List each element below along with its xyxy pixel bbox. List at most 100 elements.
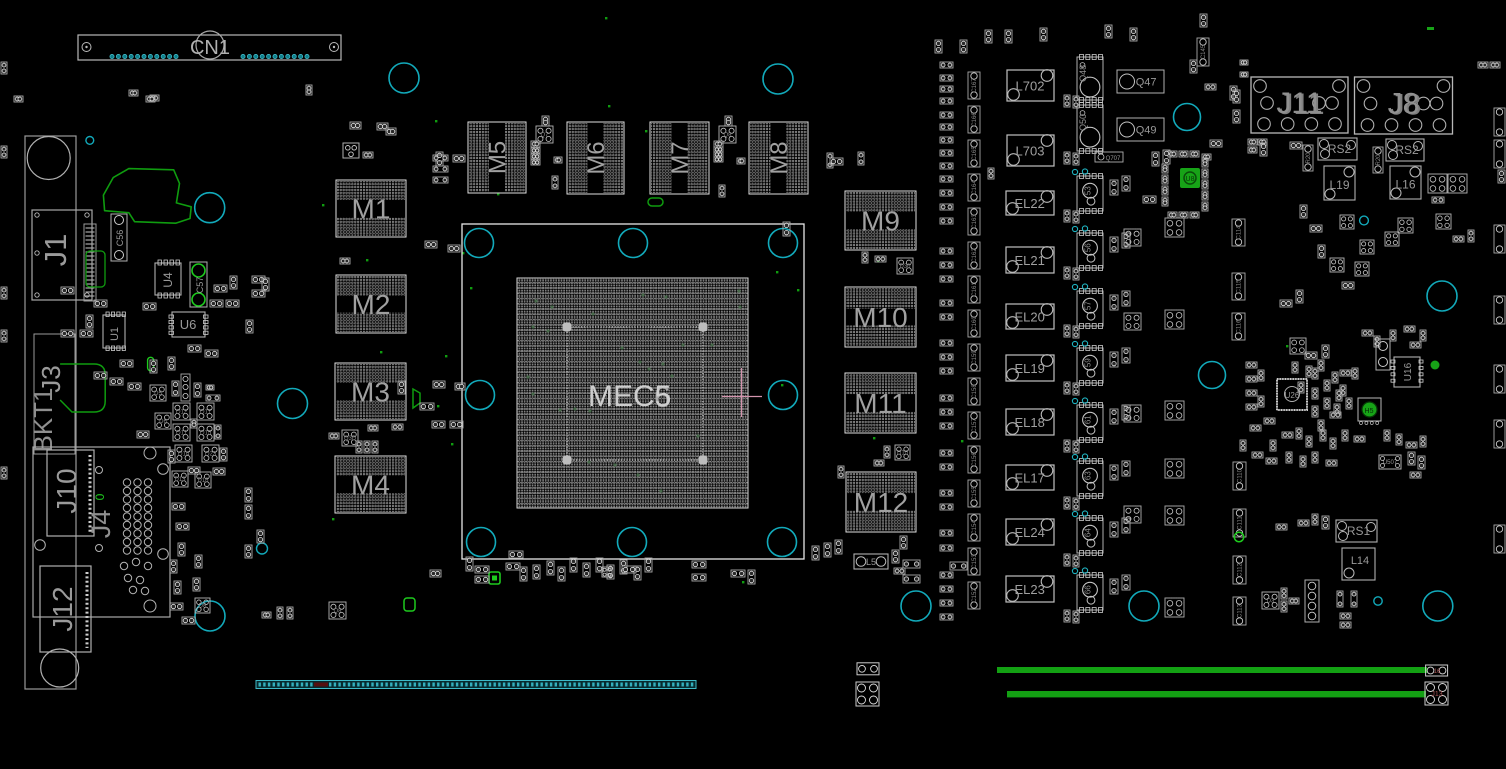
svg-text:57: 57 [1084,301,1093,310]
svg-text:Q8: Q8 [333,609,342,615]
svg-text:D8: D8 [199,604,207,610]
svg-text:C56: C56 [115,230,125,247]
svg-text:Q8: Q8 [723,133,732,139]
svg-text:Q3D: Q3D [344,436,357,442]
svg-text:C115: C115 [1237,279,1243,294]
svg-text:EL20: EL20 [1015,309,1045,324]
svg-text:J13: J13 [1431,691,1442,698]
svg-text:R20: R20 [1306,152,1312,164]
svg-text:EL21: EL21 [1015,253,1045,268]
svg-text:64: 64 [1084,528,1093,537]
svg-text:C157: C157 [972,418,978,433]
svg-text:C166: C166 [972,112,978,127]
svg-text:C159: C159 [972,350,978,365]
svg-text:Q48: Q48 [1078,65,1088,82]
svg-text:C114: C114 [1237,225,1243,240]
svg-text:Q7: Q7 [540,133,549,139]
svg-text:C164: C164 [972,180,978,195]
svg-text:EL19: EL19 [1015,361,1045,376]
svg-text:Q49: Q49 [1136,125,1157,137]
svg-text:J8: J8 [1388,88,1420,121]
svg-text:C110: C110 [1238,468,1244,483]
svg-text:Q15: Q15 [200,431,212,437]
svg-text:Q17: Q17 [200,410,212,416]
svg-text:U1: U1 [109,327,121,341]
svg-text:L14: L14 [1351,555,1369,567]
svg-text:Q14: Q14 [178,452,190,458]
svg-text:M10: M10 [853,302,907,333]
svg-text:J11: J11 [1278,88,1324,121]
svg-text:EL17: EL17 [1015,470,1045,485]
svg-text:C112: C112 [1238,562,1244,577]
svg-text:U6: U6 [180,317,197,332]
svg-text:L5: L5 [866,557,876,567]
svg-text:M5: M5 [485,141,512,174]
svg-text:M3: M3 [351,377,390,408]
svg-text:Q11: Q11 [176,431,188,437]
svg-text:59: 59 [1084,358,1093,367]
svg-text:D13: D13 [174,477,186,483]
svg-text:C152: C152 [972,588,978,603]
svg-text:C163: C163 [972,214,978,229]
svg-text:M4: M4 [351,470,390,501]
svg-text:C116: C116 [1237,319,1243,334]
svg-text:EL18: EL18 [1015,415,1045,430]
svg-text:Q50: Q50 [1078,114,1088,131]
svg-text:M7: M7 [667,141,694,174]
svg-text:R20: R20 [1376,154,1382,166]
svg-text:U26: U26 [1285,391,1300,400]
svg-text:66: 66 [1084,585,1093,594]
svg-text:U507: U507 [1383,460,1398,466]
svg-text:M2: M2 [352,289,391,320]
svg-text:C156: C156 [972,452,978,467]
svg-text:C155: C155 [972,486,978,501]
svg-text:J10: J10 [51,468,82,513]
svg-text:MEC5: MEC5 [588,380,671,413]
svg-text:M11: M11 [854,388,906,419]
svg-text:BKT1: BKT1 [28,387,58,452]
svg-text:D10: D10 [897,451,909,457]
svg-text:J8: J8 [1390,89,1422,122]
svg-text:L16: L16 [1395,178,1415,192]
svg-text:D30: D30 [899,264,911,270]
svg-text:16: 16 [1434,669,1441,675]
svg-text:63: 63 [1084,471,1093,480]
svg-text:D16: D16 [197,478,209,484]
svg-text:C165: C165 [972,146,978,161]
svg-text:C154: C154 [972,520,978,535]
svg-text:RS2: RS2 [1328,142,1352,156]
svg-text:RS1: RS1 [1347,524,1371,538]
svg-text:H5: H5 [1365,408,1374,415]
svg-text:C161: C161 [972,282,978,297]
svg-text:M6: M6 [583,141,610,174]
svg-text:C160: C160 [972,316,978,331]
svg-text:J3: J3 [36,365,66,392]
svg-text:J12: J12 [47,586,78,631]
svg-text:J1: J1 [38,234,73,267]
svg-text:CN1: CN1 [190,37,230,59]
svg-text:M9: M9 [861,206,900,237]
svg-text:D5: D5 [154,391,162,397]
svg-text:M1: M1 [352,194,391,225]
svg-text:53: 53 [1084,186,1093,195]
svg-text:EL24: EL24 [1015,525,1045,540]
svg-text:U16: U16 [1403,362,1414,381]
svg-text:M12: M12 [854,487,908,518]
svg-text:Q47: Q47 [1136,77,1157,89]
svg-text:56: 56 [1084,243,1093,252]
svg-text:J11: J11 [1276,87,1322,120]
svg-text:U8: U8 [1186,176,1195,183]
svg-text:L19: L19 [1329,178,1349,192]
svg-text:J4: J4 [86,510,116,539]
svg-text:D3: D3 [1267,599,1275,605]
svg-text:EL22: EL22 [1015,196,1045,211]
svg-text:C113: C113 [1238,603,1244,618]
svg-text:Q12: Q12 [176,410,188,416]
svg-text:C111: C111 [1238,516,1244,530]
svg-text:U4: U4 [161,272,175,288]
svg-text:C167: C167 [972,78,978,93]
svg-text:D6: D6 [159,419,167,425]
svg-text:RS2: RS2 [1395,143,1419,157]
svg-text:C57: C57 [195,277,205,294]
svg-text:0: 0 [93,493,107,500]
